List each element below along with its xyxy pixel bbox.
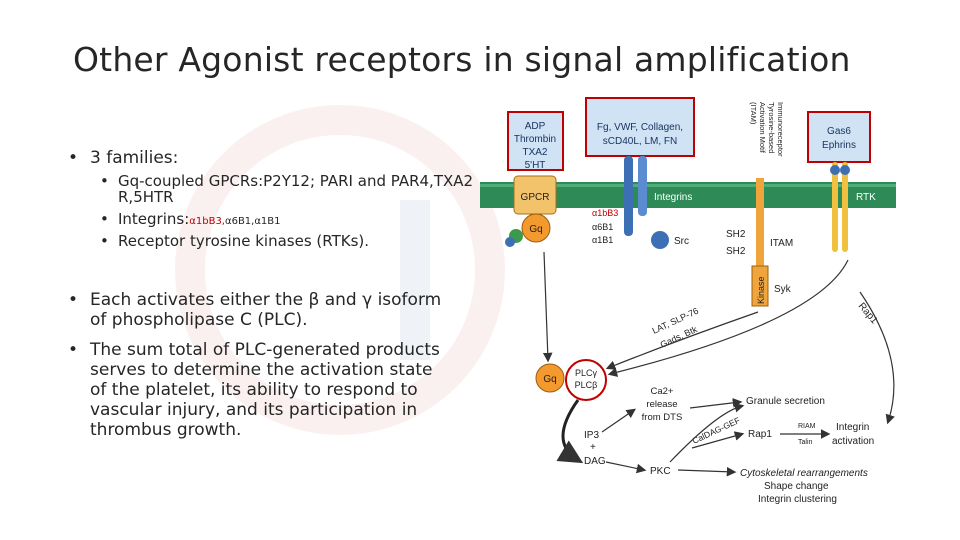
bullet-dot: • [68,148,79,168]
dag-label: DAG [584,456,606,467]
bullet-dot: • [100,232,109,250]
itam-label-line3: Activation Motif [758,102,767,154]
agonist-adp: ADP [525,121,546,132]
src-kinase [651,231,669,249]
arrow-caldag-to-rap1 [691,431,745,449]
gq-bottom-label: Gq [543,374,556,385]
sh2-b-label: SH2 [726,246,746,257]
ca-from-dts-label: from DTS [642,412,683,423]
ca-release-label: release [646,399,677,410]
itam-label-line2: Tyrosine-based [767,102,776,153]
integrin-beta [638,156,647,216]
gpcr-label: GPCR [521,192,550,203]
bullet-families: • 3 families: [68,148,468,168]
shape-change-label: Shape change [764,481,829,492]
bullet-dot: • [100,210,109,228]
arrow-rtk-to-plc [607,259,849,377]
bullet-activation-text: Each activates either the β and γ isofor… [90,290,442,330]
slide-title: Other Agonist receptors in signal amplif… [73,40,851,79]
signaling-diagram: ADP Thrombin TXA2 5'HT Fg, VWF, Collagen… [478,92,908,512]
gq-protein-bottom [535,363,565,393]
arrow-syk-to-plc [605,311,759,370]
sub-bullet-rtk: • Receptor tyrosine kinases (RTKs). [100,233,480,249]
ca-label: Ca2+ [651,386,674,397]
pkc-label: PKC [650,466,671,477]
integrin-subtype-a6b1: α6B1 [592,222,613,232]
syk-label: Syk [774,284,792,295]
sub-bullet-integrins-text: Integrins:α1bB3,α6B1,α1B1 [118,211,480,230]
itam-label-line1: Immunoreceptor [776,102,785,157]
agonist-ephrins: Ephrins [822,140,856,151]
arrow-dag-to-pkc [605,461,647,474]
integrin-alpha [624,156,633,236]
src-label: Src [674,236,689,247]
granule-secretion-label: Granule secretion [746,396,825,407]
rtk-receptor-right [842,162,848,252]
arrow-ip3-to-ca [601,408,636,433]
ip3-label: IP3 [584,430,599,441]
itam-label: ITAM [770,238,793,249]
integrins-red-subtype: α1bB3, [189,216,225,227]
arrow-pkc-to-cyto [677,466,737,477]
rtk-domain-top2 [840,165,850,175]
agonist-fg-vwf-collagen: Fg, VWF, Collagen, [597,122,683,133]
plc-beta-label: PLCβ [575,380,598,390]
kinase-label: Kinase [756,276,766,304]
talin-label: Talin [798,439,813,446]
sub-bullet-gpcr-text: Gq-coupled GPCRs:P2Y12; PARI and PAR4,TX… [118,172,474,206]
agonist-thrombin: Thrombin [514,134,556,145]
arrow-plc-to-ip3 [556,399,584,464]
bullet-families-text: 3 families: [90,148,179,168]
integrin-activation-line2: activation [832,436,874,447]
integrin-subtype-a1bb3: α1bB3 [592,208,618,218]
bullet-dot: • [68,290,79,310]
integrins-prefix: Integrins: [118,210,190,228]
arrow-gpcr-to-gq [542,251,553,363]
itam-label-line4: (ITAM) [749,102,758,125]
integrin-activation-line1: Integrin [836,422,869,433]
plc-gamma-label: PLCγ [575,368,598,378]
bullet-dot: • [68,340,79,360]
integrins-label: Integrins [654,192,692,203]
kinase-box [751,265,769,307]
sub-bullet-rtk-text: Receptor tyrosine kinases (RTKs). [118,232,370,250]
integrins-other-subtypes: α6B1,α1B1 [224,216,281,227]
arrow-rap1-curve [859,291,895,425]
rap1-label: Rap1 [748,429,772,440]
agonist-box-rtk [807,111,871,163]
bullet-dot: • [100,172,109,190]
agonist-txa2: TXA2 [522,147,547,158]
agonist-5ht: 5'HT [525,160,546,171]
rtk-receptor-left [832,162,838,252]
riam-label: RIAM [798,423,816,430]
agonist-gas6: Gas6 [827,126,851,137]
agonist-box-gpcr [507,111,564,171]
gq-top-label: Gq [529,224,542,235]
agonist-scd40l-lm-fn: sCD40L, LM, FN [603,136,677,147]
sub-bullet-gpcr: • Gq-coupled GPCRs:P2Y12; PARI and PAR4,… [100,173,480,205]
integrin-clustering-label: Integrin clustering [758,494,837,505]
sh2-a-label: SH2 [726,229,746,240]
bullet-activation: • Each activates either the β and γ isof… [68,290,448,330]
plus-sign: + [590,442,596,453]
gq-protein-top [521,213,551,243]
cytoskeletal-label: Cytoskeletal rearrangements [740,468,868,479]
arrow-ca-to-granule [689,398,743,409]
bullet-sum-total-text: The sum total of PLC-generated products … [90,340,440,440]
agonist-box-integrins [585,97,695,157]
g-gamma-subunit [505,237,515,247]
sub-bullet-integrins: • Integrins:α1bB3,α6B1,α1B1 [100,211,480,230]
itam-receptor [756,178,764,268]
bullet-sum-total: • The sum total of PLC-generated product… [68,340,448,440]
plc-highlight-circle [565,359,607,401]
arrow-pkc-to-granule [669,403,745,463]
integrin-subtype-a1b1: α1B1 [592,235,613,245]
rtk-label: RTK [856,192,876,203]
rtk-domain-top [830,165,840,175]
